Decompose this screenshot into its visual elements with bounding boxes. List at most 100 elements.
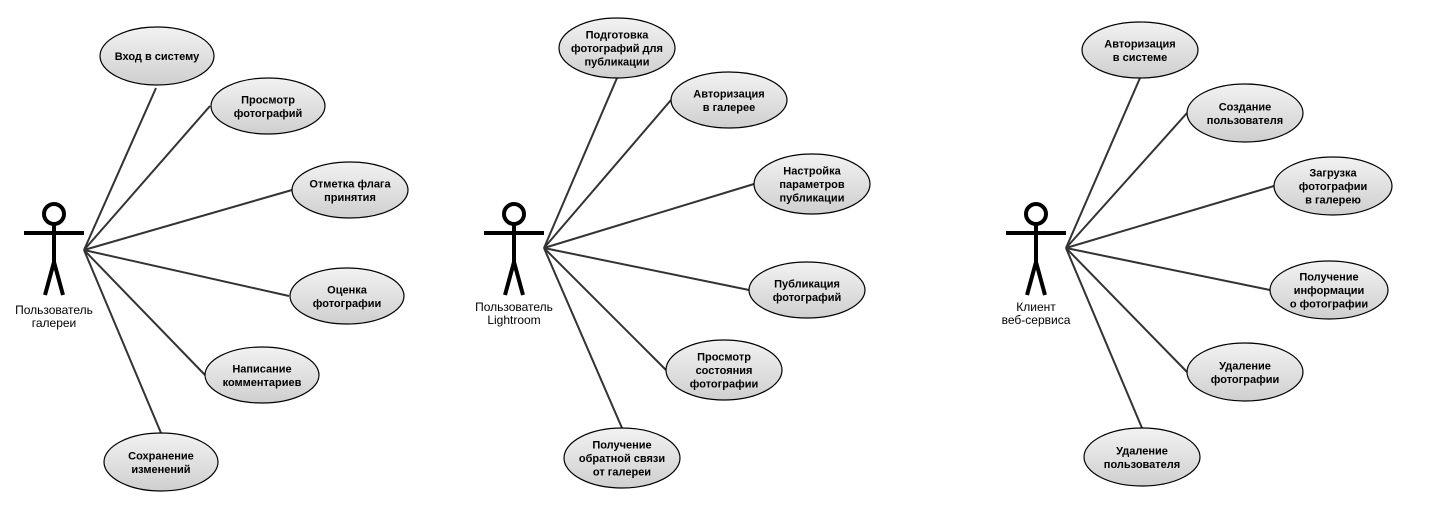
use-case-label-line: Создание bbox=[1219, 101, 1272, 113]
use-case-label: Создание пользователя bbox=[1207, 101, 1283, 127]
use-case-label-line: обратной связи bbox=[579, 453, 665, 465]
use-case-label-line: Просмотр bbox=[241, 94, 295, 106]
association-line bbox=[1065, 112, 1188, 249]
use-case-label-line: Отметка флага bbox=[309, 178, 391, 190]
use-case-label: Сохранение изменений bbox=[128, 450, 194, 476]
association-line bbox=[1065, 247, 1143, 429]
use-case-label: Удаление пользователя bbox=[1104, 445, 1180, 471]
actor-label-line: Клиент bbox=[1016, 300, 1056, 314]
association-line bbox=[543, 183, 755, 249]
use-case-ellipse bbox=[289, 267, 405, 325]
use-case-label-line: Просмотр bbox=[697, 352, 751, 364]
use-case-label-line: фотографий bbox=[234, 108, 302, 120]
actor-right-leg bbox=[512, 261, 525, 296]
use-case-ellipse bbox=[210, 77, 326, 135]
use-case-label-line: публикации bbox=[585, 57, 650, 69]
association-line bbox=[83, 249, 290, 297]
use-case: Удаление пользователя bbox=[1083, 427, 1201, 487]
use-case-ellipse bbox=[1081, 21, 1199, 79]
actor-label-line: веб-сервиса bbox=[1002, 313, 1071, 327]
use-case-label-line: Написание bbox=[232, 363, 291, 375]
actor-left-leg bbox=[503, 261, 516, 296]
association-lines bbox=[83, 77, 1275, 434]
actor-left-leg bbox=[1025, 261, 1038, 296]
use-case-label-line: от галереи bbox=[593, 467, 651, 479]
association-line bbox=[1065, 185, 1275, 249]
use-case-label-line: пользователя bbox=[1104, 459, 1180, 471]
use-case-ellipse bbox=[665, 339, 783, 401]
use-case-ellipse bbox=[1083, 427, 1201, 487]
use-case-label-line: фотографии bbox=[1299, 181, 1367, 193]
use-case-label-line: пользователя bbox=[1207, 115, 1283, 127]
use-case-ellipse bbox=[753, 153, 871, 215]
use-case-ellipse bbox=[563, 427, 681, 489]
use-case-ellipse bbox=[1186, 83, 1304, 143]
use-case-ellipse bbox=[204, 346, 320, 404]
use-case-label-line: фотографии bbox=[1211, 374, 1279, 386]
use-case-label-line: Получение bbox=[1299, 272, 1358, 284]
actor-label-line: Пользователь bbox=[15, 303, 93, 317]
use-case: Отметка флага принятия bbox=[291, 161, 409, 219]
actor-right-leg bbox=[52, 261, 65, 296]
use-case-label-line: Оценка bbox=[327, 284, 368, 296]
use-case-label-line: публикации bbox=[780, 193, 845, 205]
actor-head bbox=[42, 202, 66, 226]
actor-head bbox=[1024, 202, 1048, 226]
use-case: Создание пользователя bbox=[1186, 83, 1304, 143]
association-line bbox=[1065, 247, 1271, 291]
use-case: Сохранение изменений bbox=[103, 432, 219, 492]
actor-head bbox=[502, 202, 526, 226]
stick-figure-icon bbox=[24, 202, 84, 296]
association-line bbox=[543, 77, 618, 249]
use-case-ellipse bbox=[99, 26, 215, 86]
use-case-label-line: фотографии bbox=[690, 379, 758, 391]
use-case: Вход в систему bbox=[99, 26, 215, 86]
association-line bbox=[83, 87, 157, 251]
association-line bbox=[543, 247, 623, 429]
association-line bbox=[83, 189, 293, 251]
use-case-ellipse bbox=[670, 71, 788, 129]
actor-label-line: галереи bbox=[32, 316, 77, 330]
use-case-ellipse bbox=[291, 161, 409, 219]
use-case-ellipse bbox=[748, 261, 866, 319]
use-case-label-line: Публикация bbox=[774, 278, 840, 290]
use-case-label-line: принятия bbox=[324, 192, 376, 204]
use-case-ellipse bbox=[1186, 342, 1304, 402]
association-line bbox=[1065, 77, 1141, 249]
use-case-label-line: Подготовка bbox=[586, 30, 650, 42]
use-case-label-line: изменений bbox=[131, 464, 190, 476]
use-case-label-line: Удаление bbox=[1116, 445, 1168, 457]
use-case-label-line: в системе bbox=[1113, 52, 1167, 64]
association-line bbox=[543, 247, 667, 371]
association-line bbox=[83, 249, 162, 434]
use-case-label-line: Сохранение bbox=[128, 450, 194, 462]
actor-label-line: Lightroom bbox=[487, 313, 540, 327]
use-case-label-line: фотографий для bbox=[571, 43, 663, 55]
actor-left-leg bbox=[43, 261, 56, 296]
use-case-label-line: о фотографии bbox=[1290, 299, 1368, 311]
association-line bbox=[83, 105, 211, 251]
